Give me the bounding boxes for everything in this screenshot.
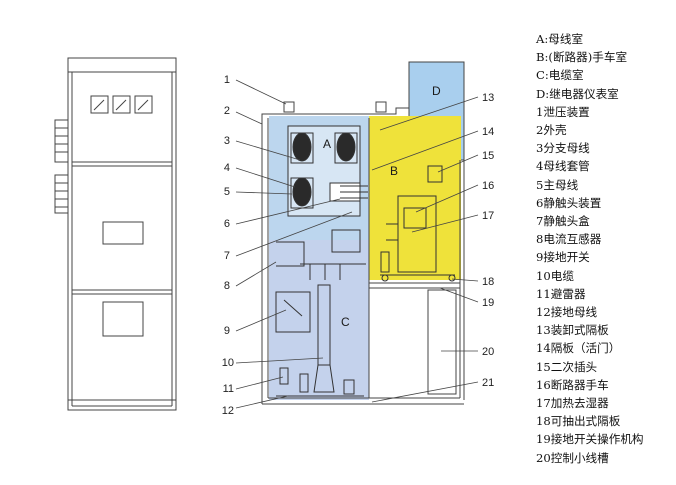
legend-item: 2外壳 bbox=[536, 123, 567, 138]
legend-item: 10电缆 bbox=[536, 268, 574, 283]
callout-number: 7 bbox=[224, 250, 230, 262]
pressure-relief-flap bbox=[283, 101, 295, 113]
callout-number: 3 bbox=[224, 135, 230, 147]
legend-item: C:电缆室 bbox=[536, 68, 584, 83]
meter-icon bbox=[112, 95, 131, 114]
callout-number: 9 bbox=[224, 325, 230, 337]
callout-number: 4 bbox=[224, 162, 230, 174]
legend-item: 18可抽出式隔板 bbox=[536, 414, 621, 429]
callout-number: 5 bbox=[224, 186, 230, 198]
legend-item: 7静触头盒 bbox=[536, 214, 590, 229]
legend-item: 8电流互感器 bbox=[536, 232, 602, 247]
compartment-label-d: D bbox=[432, 84, 441, 98]
callout-number: 10 bbox=[222, 357, 234, 369]
callout-number: 19 bbox=[482, 297, 494, 309]
cabinet-section-view: A B C D 1 2 3 4 5 6 7 8 9 10 11 12 13 14… bbox=[222, 61, 494, 417]
legend-item: 1泄压装置 bbox=[536, 104, 590, 119]
legend-item: 4母线套管 bbox=[536, 159, 590, 174]
legend-item: D:继电器仪表室 bbox=[536, 86, 619, 101]
callout-number: 13 bbox=[482, 92, 494, 104]
legend-item: 17加热去湿器 bbox=[536, 396, 609, 411]
legend-item: 20控制小线槽 bbox=[536, 450, 609, 465]
legend-item: 5主母线 bbox=[536, 177, 579, 192]
legend-item: 9接地开关 bbox=[536, 250, 590, 265]
cabinet-front-view bbox=[54, 57, 177, 411]
legend-item: 16断路器手车 bbox=[536, 377, 609, 392]
meter-icon bbox=[90, 95, 109, 114]
callout-number: 12 bbox=[222, 405, 234, 417]
cabinet-front-outline bbox=[67, 57, 177, 411]
legend-item: A:母线室 bbox=[536, 32, 584, 46]
meter-icon bbox=[134, 95, 153, 114]
callout-number: 18 bbox=[482, 276, 494, 288]
legend-item: 3分支母线 bbox=[536, 141, 590, 156]
cable-room-fill bbox=[269, 240, 369, 400]
legend-item: 15二次插头 bbox=[536, 359, 598, 374]
callout-number: 8 bbox=[224, 280, 230, 292]
callout-number: 16 bbox=[482, 180, 494, 192]
breaker-internals bbox=[380, 165, 456, 282]
leader-lines bbox=[235, 79, 479, 409]
compartment-label-b: B bbox=[390, 164, 398, 178]
callout-number: 1 bbox=[224, 74, 230, 86]
legend-item: 19接地开关操作机构 bbox=[536, 432, 644, 447]
legend-item: 6静触头装置 bbox=[536, 195, 602, 210]
legend-item: 14隔板（活门） bbox=[536, 341, 621, 356]
legend-item: 12接地母线 bbox=[536, 305, 598, 320]
callout-number: 20 bbox=[482, 346, 494, 358]
breaker-room-fill bbox=[369, 116, 461, 280]
callout-number: 17 bbox=[482, 210, 494, 222]
cable-door-window bbox=[102, 301, 144, 337]
breaker-door-window bbox=[102, 221, 144, 245]
callout-number: 2 bbox=[224, 105, 230, 117]
legend: A:母线室 B:(断路器)手车室 C:电缆室 D:继电器仪表室 1泄压装置 2外… bbox=[536, 30, 644, 467]
callout-number: 15 bbox=[482, 150, 494, 162]
callout-number: 11 bbox=[223, 383, 234, 395]
compartment-label-a: A bbox=[323, 137, 331, 151]
callout-number: 6 bbox=[224, 218, 230, 230]
meter-panel bbox=[90, 95, 153, 114]
callout-number: 14 bbox=[482, 126, 494, 138]
side-bushing-upper bbox=[54, 119, 69, 163]
compartment-label-c: C bbox=[341, 315, 350, 329]
legend-item: B:(断路器)手车室 bbox=[536, 50, 628, 65]
legend-item: 13装卸式隔板 bbox=[536, 323, 609, 338]
side-bushing-lower bbox=[54, 174, 69, 214]
cable-internals bbox=[275, 229, 366, 397]
busbar-internals bbox=[287, 125, 368, 217]
callout-number: 21 bbox=[482, 377, 494, 389]
legend-item: 11避雷器 bbox=[536, 286, 586, 301]
